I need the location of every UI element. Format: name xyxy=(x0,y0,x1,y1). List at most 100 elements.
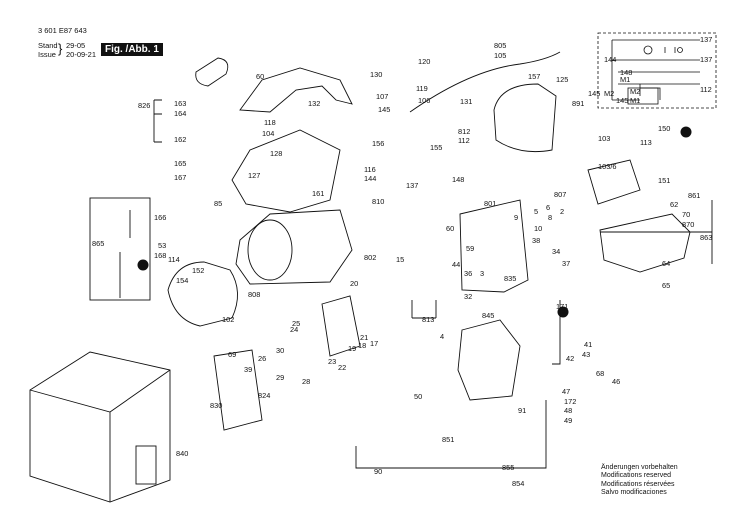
part-number-label: 808 xyxy=(248,290,260,299)
part-number-label: 116 xyxy=(364,165,376,174)
top-handle xyxy=(239,67,353,113)
part-number-label: 4 xyxy=(440,332,444,341)
part-number-label: 36 xyxy=(464,269,472,278)
part-number-label: 53 xyxy=(158,241,166,250)
part-number-label: 6 xyxy=(546,203,550,212)
case-label-plate xyxy=(135,445,157,485)
part-number-label: 156 xyxy=(372,139,384,148)
part-number-label: 812 xyxy=(458,127,470,136)
part-number-label: 70 xyxy=(682,210,690,219)
part-number-label: 43 xyxy=(582,350,590,359)
part-number-label: 34 xyxy=(552,247,560,256)
part-number-label: 157 xyxy=(528,72,540,81)
rod-group-frame xyxy=(89,197,151,301)
part-number-label: 863 xyxy=(700,233,712,242)
part-number-label: 17 xyxy=(370,339,378,348)
part-number-label: 114 xyxy=(168,255,180,264)
brace-icon: } xyxy=(58,41,63,56)
power-cord xyxy=(409,51,561,113)
part-number-label: 9 xyxy=(514,213,518,222)
handle-housing xyxy=(231,129,341,213)
armature xyxy=(587,159,641,205)
part-number-label: 8 xyxy=(548,213,552,222)
issue-label: Issue xyxy=(38,50,56,59)
part-number-label: 60 xyxy=(256,72,264,81)
stand-label: Stand xyxy=(38,41,58,50)
part-number-label: 870 xyxy=(682,220,694,229)
part-number-label: 20 xyxy=(350,279,358,288)
callout-letter: B xyxy=(561,308,566,317)
circuit-label: 144 xyxy=(604,55,616,64)
part-number-label: 154 xyxy=(176,276,188,285)
part-number-label: 167 xyxy=(174,173,186,182)
part-number-label: 137 xyxy=(406,181,418,190)
part-number-label: 854 xyxy=(512,479,524,488)
part-number-label: 118 xyxy=(264,118,276,127)
part-number-label: 861 xyxy=(688,191,700,200)
part-number-label: 840 xyxy=(176,449,188,458)
part-number-label: 18 xyxy=(358,341,366,350)
part-number-label: 65 xyxy=(662,281,670,290)
part-number-label: 835 xyxy=(504,274,516,283)
part-number-label: 162 xyxy=(174,135,186,144)
wiring-schematic xyxy=(597,32,717,109)
part-number-label: 102 xyxy=(222,315,234,324)
part-number-label: 151 xyxy=(658,176,670,185)
notice-en: Modifications reserved xyxy=(601,472,672,480)
part-number-label: 37 xyxy=(562,259,570,268)
part-number-label: 801 xyxy=(484,199,496,208)
bracket-861-863 xyxy=(600,200,713,264)
circuit-label: M1 xyxy=(630,96,640,105)
part-number-label: 39 xyxy=(244,365,252,374)
part-number-label: 130 xyxy=(370,70,382,79)
plunger-housing xyxy=(457,319,521,401)
part-number-label: 28 xyxy=(302,377,310,386)
part-number-label: 103 xyxy=(598,134,610,143)
part-number-label: M1 xyxy=(620,75,630,84)
part-number-label: 171 xyxy=(556,302,568,311)
bracket-855-840 xyxy=(355,400,547,469)
notice-fr: Modifications réservées xyxy=(601,480,675,488)
part-number-label: 119 xyxy=(416,84,428,93)
part-number-label: 813 xyxy=(422,315,434,324)
part-number-label: 68 xyxy=(596,369,604,378)
part-number-label: 49 xyxy=(564,416,572,425)
part-number-label: 150 xyxy=(658,124,670,133)
part-number-label: 59 xyxy=(466,244,474,253)
circuit-label: 148 xyxy=(620,68,632,77)
part-number-label: 855 xyxy=(502,463,514,472)
schematic-labels: 137 137 144 148 145 M2 M1 112 xyxy=(604,35,712,105)
part-number-label: 2 xyxy=(560,207,564,216)
part-number-label: 60 xyxy=(446,224,454,233)
circuit-label: 112 xyxy=(700,85,712,94)
part-number-label: 172 xyxy=(564,397,576,406)
part-number-label: 132 xyxy=(308,99,320,108)
carrying-case xyxy=(29,351,171,503)
part-number-label: 165 xyxy=(174,159,186,168)
part-number-label: 41 xyxy=(584,340,592,349)
part-number-label: 125 xyxy=(556,75,568,84)
callout-letter: A xyxy=(684,128,690,137)
part-number-label: 64 xyxy=(662,259,670,268)
part-number-label: 824 xyxy=(258,391,270,400)
circuit-label: 145 xyxy=(616,96,628,105)
doc-number: 3 601 E87 643 xyxy=(38,26,87,35)
circuit-label: M2 xyxy=(630,87,640,96)
part-number-label: 90 xyxy=(374,467,382,476)
issue-date: 20-09-21 xyxy=(66,50,97,59)
part-number-label: 161 xyxy=(312,189,324,198)
part-number-label: 44 xyxy=(452,260,460,269)
part-number-label: 166 xyxy=(154,213,166,222)
part-number-label: 10 xyxy=(534,224,542,233)
callout-letter: C xyxy=(141,261,147,270)
part-number-label: 105 xyxy=(494,51,506,60)
part-number-label: 164 xyxy=(174,109,186,118)
callout-marker-b xyxy=(557,306,569,318)
base-plate xyxy=(599,213,691,273)
part-number-label: 131 xyxy=(460,97,472,106)
cylinder-part xyxy=(493,83,557,153)
gear-housing xyxy=(459,199,529,293)
part-number-label: 25 xyxy=(292,319,300,328)
